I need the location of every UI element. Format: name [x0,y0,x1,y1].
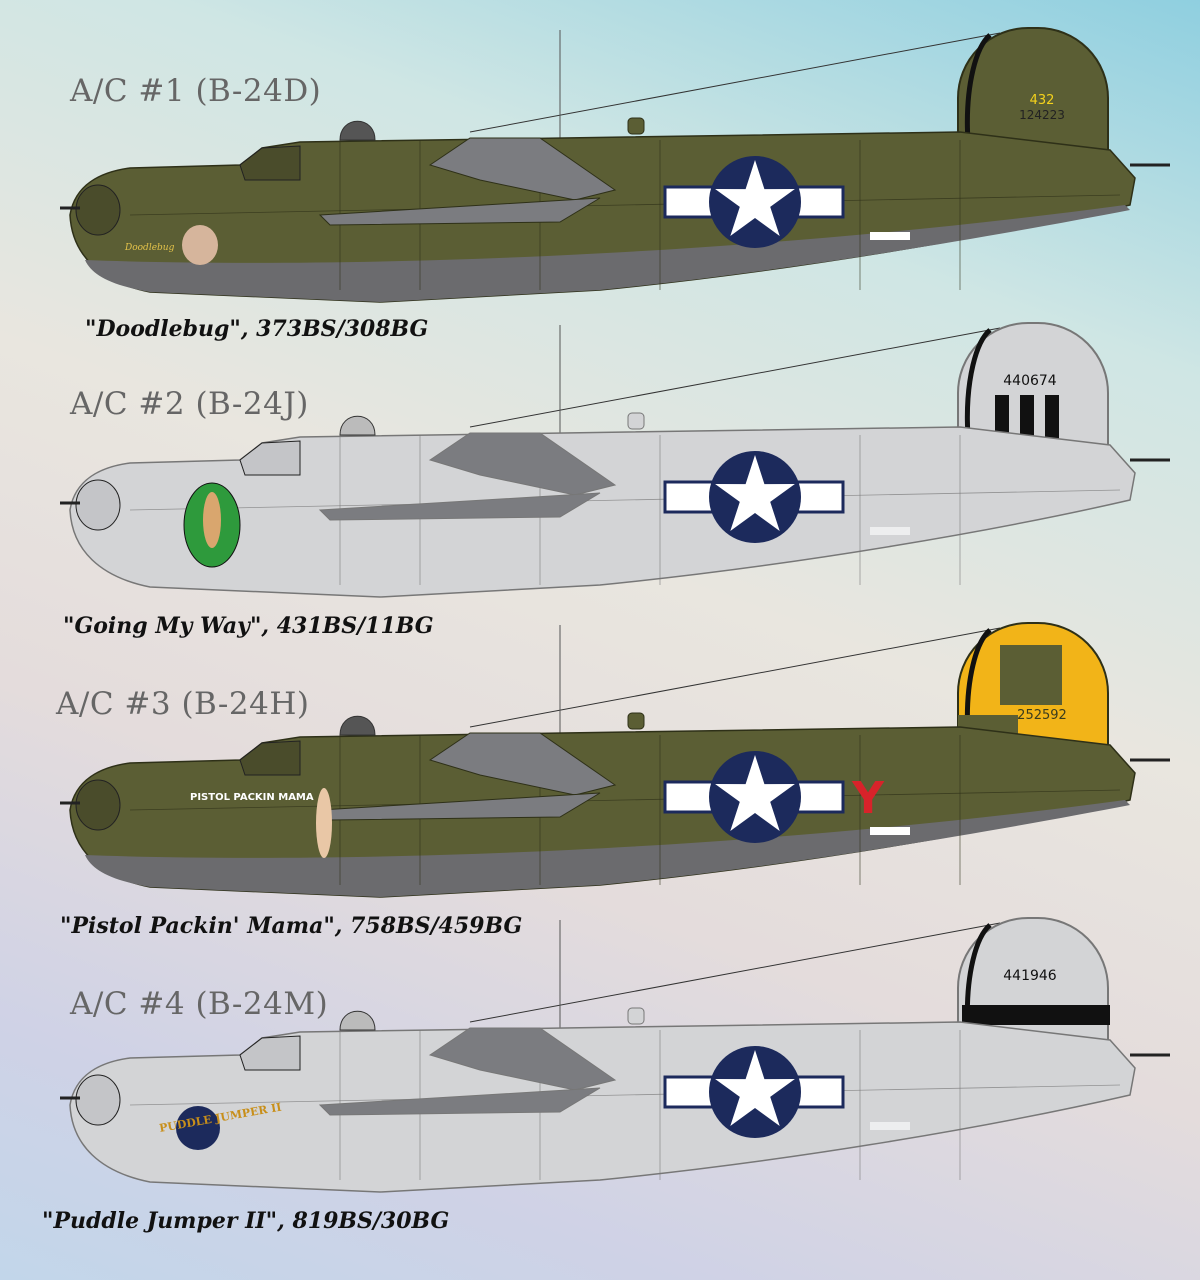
nose-turret [75,184,121,236]
window-strip [870,827,910,835]
wing-fillet [318,492,601,521]
tail-band [962,1005,1110,1025]
nose-turret [75,479,121,531]
cockpit-canopy [239,145,301,181]
window-strip [870,527,910,535]
insignia-star [715,1050,795,1126]
cockpit-canopy [239,740,301,776]
cockpit-canopy [239,1035,301,1071]
window-strip [870,1122,910,1130]
nose-turret [75,779,121,831]
astrodome [627,712,645,730]
antenna-wire [469,922,1001,1023]
wing-root [428,732,617,796]
aircraft-2-caption: "Going My Way", 431BS/11BG [63,613,434,639]
top-turret [339,1010,376,1031]
aircraft-2-title: A/C #2 (B-24J) [70,386,309,422]
antenna-wire [469,32,1001,133]
tail-square [1000,645,1062,705]
wing-root [428,1027,617,1091]
nose-art-text: PISTOL PACKIN MAMA [190,792,314,803]
tail-number: 440674 [1003,373,1057,389]
aircraft-4-title: A/C #4 (B-24M) [70,986,329,1022]
astrodome [627,412,645,430]
antenna-wire [469,627,1001,728]
wing-fillet [318,197,601,226]
astrodome [627,1007,645,1025]
aircraft-3-title: A/C #3 (B-24H) [56,686,310,722]
code-letter: Y [851,773,885,824]
belly [85,800,1130,897]
top-turret [339,715,376,736]
cockpit-canopy [239,440,301,476]
wing-root [428,432,617,496]
tail-number: 432 [1030,93,1055,108]
panel-line [129,194,1121,216]
aircraft-2: 440674 [60,322,1170,598]
belly [85,205,1130,302]
aircraft-3-caption: "Pistol Packin' Mama", 758BS/459BG [60,913,523,939]
nose-art-figure [182,225,218,265]
insignia-star [715,755,795,831]
tail-number: 252592 [1017,708,1067,723]
aircraft-1-caption: "Doodlebug", 373BS/308BG [85,316,429,342]
antenna-wire [469,327,1001,428]
top-turret [339,415,376,436]
window-strip [870,232,910,240]
nose-art-text: Doodlebug [124,243,175,253]
nose-art-figure [203,492,221,548]
aircraft-4-caption: "Puddle Jumper II", 819BS/30BG [42,1208,450,1234]
insignia-star [715,160,795,236]
panel-line [129,789,1121,811]
astrodome [627,117,645,135]
serial-number: 124223 [1019,108,1065,122]
tail-number: 441946 [1003,968,1057,984]
panel-line [129,1084,1121,1106]
nose-art-figure [316,788,332,858]
aircraft-1-title: A/C #1 (B-24D) [70,73,322,109]
nose-turret [75,1074,121,1126]
top-turret [339,120,376,141]
nose-art-emblem [176,1106,220,1150]
wing-fillet [318,1087,601,1116]
panel-line [129,489,1121,511]
wing-root [428,137,617,201]
fuselage [69,426,1136,598]
insignia-star [715,455,795,531]
fuselage [69,1021,1136,1193]
